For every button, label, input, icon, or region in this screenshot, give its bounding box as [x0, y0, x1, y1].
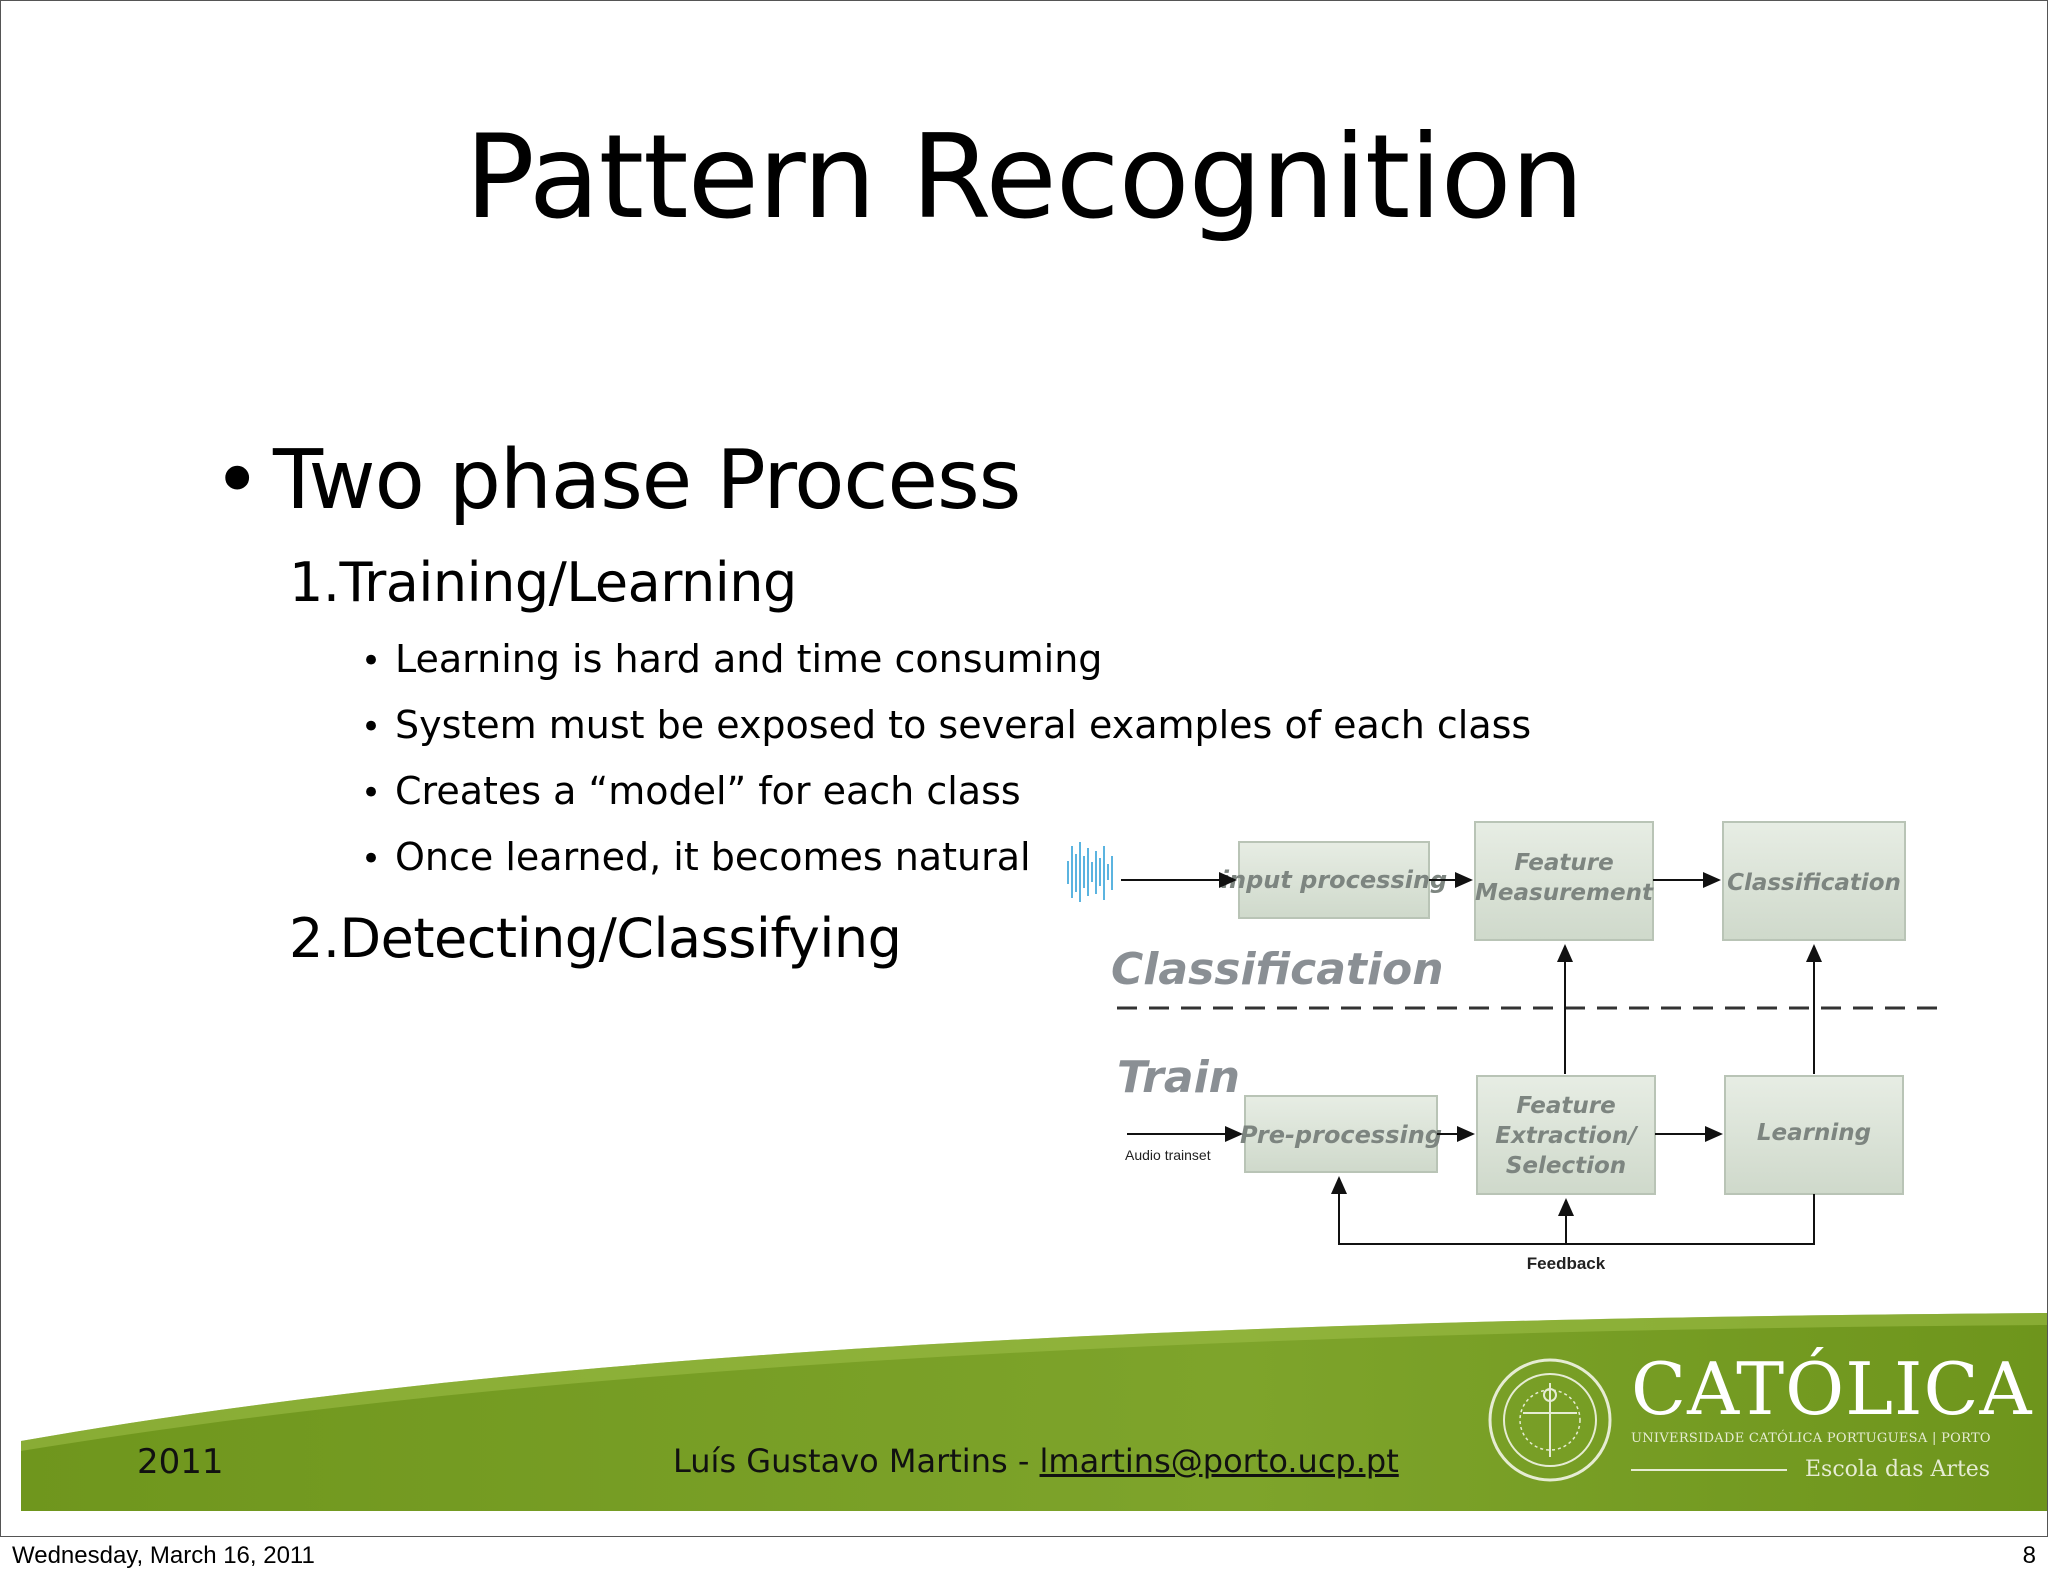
brand-name: CATÓLICA: [1631, 1347, 2033, 1431]
audio-waveform-icon: [1067, 842, 1113, 902]
bullet-two-phase-text: Two phase Process: [273, 433, 1021, 528]
bullet-dot: •: [361, 773, 382, 813]
slide-title: Pattern Recognition: [464, 110, 1584, 245]
box-classification: [1722, 821, 1906, 941]
feedback-loop: [1331, 1176, 1815, 1245]
box-feature-extraction-label-1: Feature: [1516, 1093, 1615, 1119]
box-feature-extraction-label-3: Selection: [1506, 1153, 1626, 1179]
box-learning: [1724, 1075, 1904, 1195]
bullet-dot: •: [361, 641, 382, 681]
brand-divider: [1631, 1469, 1787, 1471]
box-classification-label: Classification: [1727, 870, 1901, 896]
footer-year: 2011: [137, 1442, 224, 1482]
numbered-item-training: 1.Training/Learning: [289, 551, 797, 614]
sub-bullet: •Creates a “model” for each class: [361, 767, 1021, 817]
box-feature-extraction: [1476, 1075, 1656, 1195]
box-feature-extraction-label-2: Extraction/: [1495, 1123, 1638, 1149]
numbered-item-detecting: 2.Detecting/Classifying: [289, 907, 902, 970]
sub-bullet: •System must be exposed to several examp…: [361, 701, 1531, 751]
box-feature-measurement-label-2: Measurement: [1475, 880, 1654, 906]
phase-label-train: Train: [1117, 1052, 1240, 1103]
footer-author: Luís Gustavo Martins - lmartins@porto.uc…: [673, 1442, 1399, 1480]
university-seal-icon: [1488, 1358, 1612, 1482]
box-feature-measurement-label-1: Feature: [1514, 850, 1613, 876]
print-date: Wednesday, March 16, 2011: [12, 1542, 315, 1569]
feedback-label: Feedback: [1527, 1254, 1606, 1273]
brand-subtitle: UNIVERSIDADE CATÓLICA PORTUGUESA | PORTO: [1631, 1431, 1991, 1446]
phase-label-classification: Classification: [1111, 944, 1444, 995]
brand-school: Escola das Artes: [1805, 1457, 1991, 1482]
box-pre-processing-label: Pre-processing: [1240, 1121, 1442, 1149]
bullet-dot: •: [361, 839, 382, 879]
box-feature-measurement: [1474, 821, 1654, 941]
print-status-bar: [0, 1537, 2048, 1576]
page-number: 8: [2022, 1542, 2036, 1569]
footer-band: [21, 1313, 2047, 1511]
sub-bullet: •Learning is hard and time consuming: [361, 635, 1102, 685]
bullet-dot: •: [213, 433, 261, 528]
bullet-dot: •: [361, 707, 382, 747]
box-learning-label: Learning: [1757, 1120, 1871, 1146]
slide: Pattern Recognition •Two phase Process 1…: [0, 0, 2048, 1537]
pattern-recognition-diagram: input processing Feature Measurement Cla…: [1067, 821, 1945, 1273]
footer-author-name: Luís Gustavo Martins -: [673, 1442, 1040, 1480]
footer-email-link[interactable]: lmartins@porto.ucp.pt: [1039, 1442, 1399, 1480]
audio-trainset-label: Audio trainset: [1125, 1147, 1211, 1163]
box-input-processing: [1238, 841, 1430, 919]
box-input-processing-label: input processing: [1221, 866, 1447, 894]
catolica-logo: CATÓLICA UNIVERSIDADE CATÓLICA PORTUGUES…: [1485, 1347, 2032, 1497]
box-pre-processing: [1244, 1095, 1438, 1173]
bullet-two-phase: •Two phase Process: [213, 433, 1021, 529]
sub-bullet: •Once learned, it becomes natural: [361, 833, 1031, 883]
